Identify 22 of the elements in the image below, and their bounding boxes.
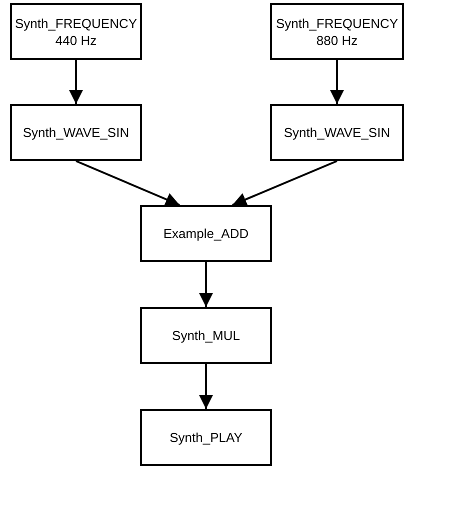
arrow — [199, 364, 213, 409]
box-label: 880 Hz — [316, 32, 358, 48]
arrow — [69, 60, 83, 104]
box-label: Example_ADD — [163, 225, 249, 242]
process-box — [10, 3, 142, 60]
box-label: Synth_PLAY — [170, 429, 242, 446]
box-label: Synth_FREQUENCY — [276, 14, 398, 32]
box-label: Synth_FREQUENCY — [14, 14, 138, 32]
box-label: Synth_WAVE_SIN — [22, 124, 130, 141]
box-label: 440 Hz — [55, 32, 97, 48]
arrow — [199, 262, 213, 307]
process-box — [270, 104, 404, 161]
process-box — [10, 104, 142, 161]
arrow — [232, 160, 338, 206]
process-box — [140, 205, 272, 262]
box-label: Synth_MUL — [172, 327, 240, 344]
process-box — [140, 307, 272, 364]
process-box — [140, 409, 272, 466]
arrow — [330, 60, 344, 104]
arrow — [76, 160, 180, 206]
box-label: Synth_WAVE_SIN — [284, 124, 390, 141]
process-box — [270, 3, 404, 60]
